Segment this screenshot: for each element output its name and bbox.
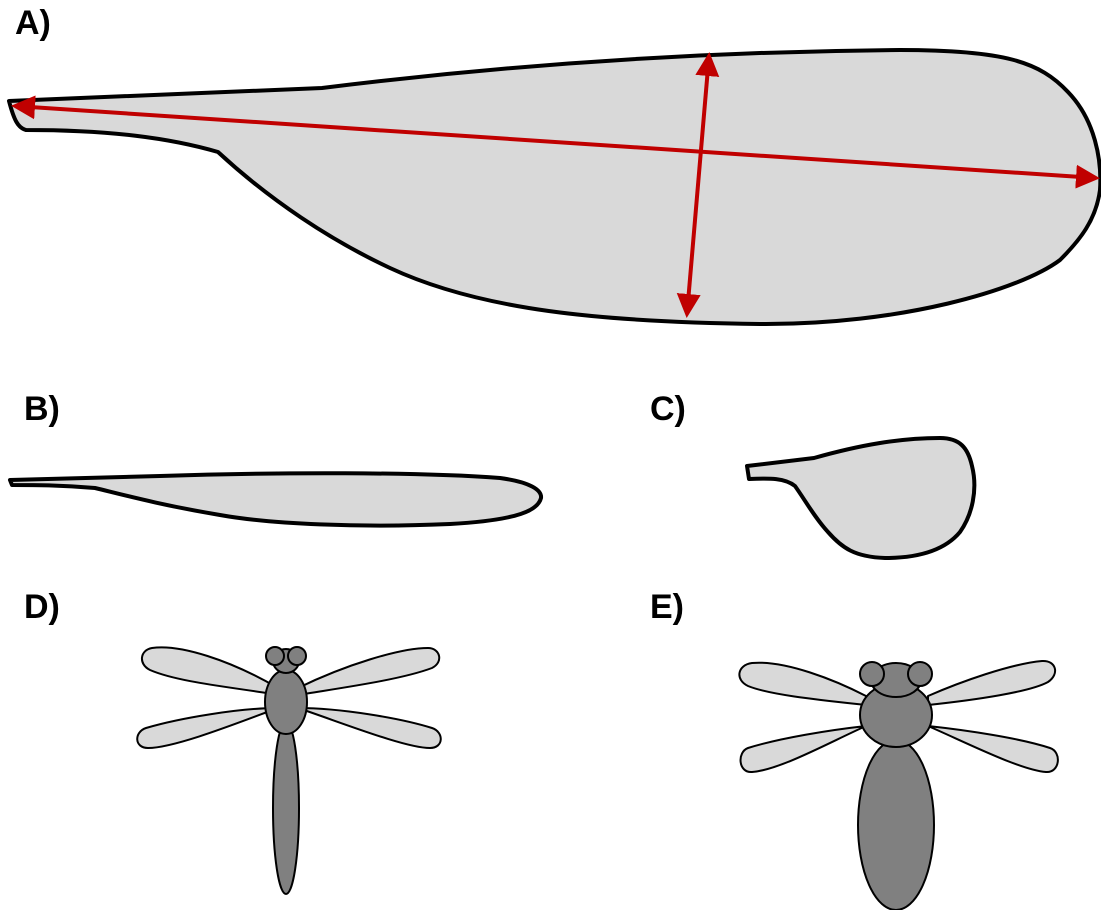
eye-left [860,662,884,686]
forewing-left [739,663,866,705]
forewing-left [142,647,278,695]
abdomen [858,740,934,910]
broad-wing-shape [747,438,974,558]
panel-a-wing-diagram [9,50,1100,324]
hindwing-left [137,708,278,748]
stout-insect [739,661,1057,910]
hindwing-right [298,708,441,748]
eye-right [908,662,932,686]
hindwing-right [928,726,1058,772]
large-wing-shape [9,50,1100,324]
hindwing-left [741,726,866,772]
eye-right [288,647,306,665]
eye-left [266,647,284,665]
forewing-right [298,648,439,695]
abdomen [273,722,299,894]
narrow-wing-shape [10,473,541,525]
slender-insect [137,647,441,894]
thorax [265,670,307,734]
forewing-right [928,661,1055,705]
